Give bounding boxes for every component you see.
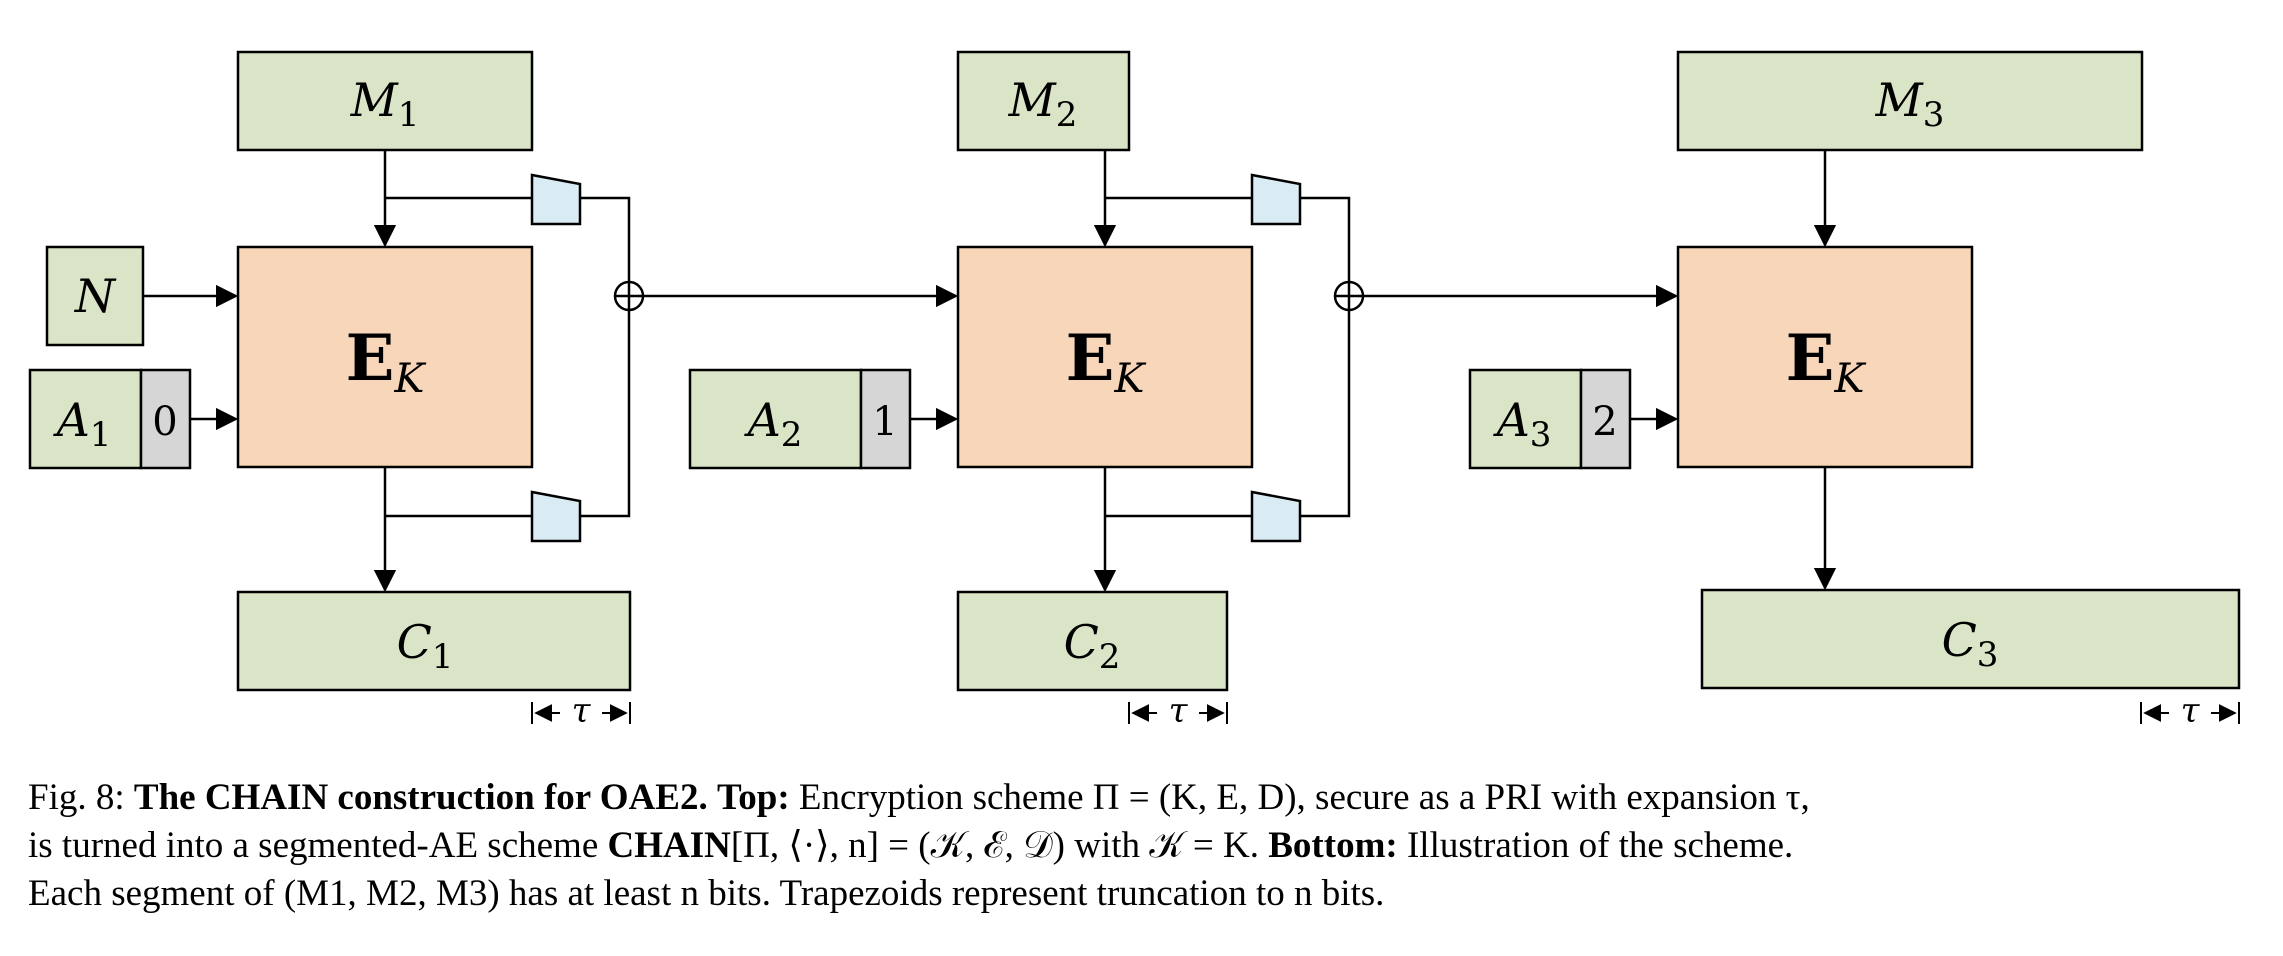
message-box-1 [236,50,534,152]
message-label-3: M3 [1875,73,1945,135]
counter-label-3: 2 [1592,399,1617,445]
caption-line-1: Fig. 8: The CHAIN construction for OAE2.… [28,774,2258,822]
ad-label-1: A1 [53,393,112,455]
caption-top-label: Top: [716,777,790,818]
cipher-label-2: EK [1066,321,1147,402]
message-box-2 [956,50,1131,152]
nonce-label: N [74,269,117,323]
ciphertext-label-1: C1 [397,615,454,677]
counter-label-1: 0 [152,399,177,445]
ad-label-2: A2 [744,393,803,455]
truncation-trapezoid-1-bottom [530,490,582,543]
ciphertext-label-3: C3 [1942,613,1999,675]
cipher-box-2 [956,245,1254,469]
counter-box-2 [859,368,912,470]
ad-box-2 [688,368,863,470]
tau-label-1: τ [572,691,592,731]
caption-bottom-label: Bottom: [1268,825,1398,866]
tau-label-3: τ [2181,691,2201,731]
tau-marker-1 [531,702,631,724]
cipher-label-1: EK [346,321,427,402]
caption-fig-label: Fig. 8: [28,777,125,818]
caption-line2-c: Illustration of the scheme. [1397,825,1794,866]
tau-label-2: τ [1169,691,1189,731]
caption-chain-word: CHAIN [607,825,731,866]
message-box-3 [1676,50,2144,152]
tau-marker-2 [1128,702,1228,724]
counter-box-1 [139,368,192,470]
caption-line1-rest: Encryption scheme Π = (K, E, D), secure … [789,777,1810,818]
tau-marker-3 [2140,702,2240,724]
nonce-box [45,245,145,347]
cipher-box-1 [236,245,534,469]
ad-label-3: A3 [1493,393,1552,455]
caption-line-2: is turned into a segmented-AE scheme CHA… [28,822,2258,870]
message-label-2: M2 [1008,73,1078,135]
truncation-trapezoid-2-top [1250,173,1302,226]
counter-label-2: 1 [872,399,897,445]
chain-diagram: M1 M2 M3 EK EK EK N A1 A2 A3 0 1 2 C1 C2… [28,50,2241,731]
truncation-trapezoid-1-top [530,173,582,226]
cipher-label-3: EK [1786,321,1867,402]
message-label-1: M1 [350,73,420,135]
ciphertext-box-2 [956,590,1229,692]
caption-line2-a: is turned into a segmented-AE scheme [28,825,608,866]
cipher-box-3 [1676,245,1974,469]
caption-line-3: Each segment of (M1, M2, M3) has at leas… [28,873,1385,914]
caption-title: The CHAIN construction for OAE2. [133,777,708,818]
figure-caption: Fig. 8: The CHAIN construction for OAE2.… [28,774,2258,918]
ad-box-3 [1468,368,1583,470]
ciphertext-box-3 [1700,588,2241,690]
ciphertext-label-2: C2 [1064,615,1121,677]
counter-box-3 [1579,368,1632,470]
truncation-trapezoid-2-bottom [1250,490,1302,543]
caption-line2-b: [Π, ⟨·⟩, n] = (𝒦, ℰ, 𝒟) with 𝒦 = K. [730,825,1269,866]
ciphertext-box-1 [236,590,632,692]
